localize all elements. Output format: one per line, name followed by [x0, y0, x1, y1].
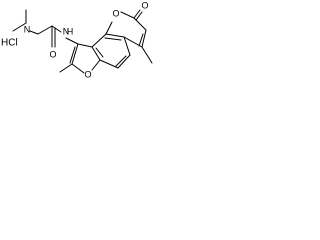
- salt-label: HCl: [1, 38, 18, 49]
- bond: [71, 43, 79, 65]
- atom-label-o-furan: O: [84, 69, 91, 79]
- bond: [65, 37, 79, 45]
- bond: [138, 33, 144, 47]
- atom-label-n-amine: N: [24, 24, 31, 34]
- atom-label-o-carbonyl: O: [141, 0, 148, 10]
- bond: [120, 11, 135, 19]
- bond: [91, 46, 101, 61]
- chemical-structure-diagram: HCl N O N H O O O: [1, 0, 153, 79]
- bond: [99, 59, 119, 69]
- bond: [135, 11, 143, 21]
- bond: [91, 59, 101, 71]
- bond: [91, 33, 107, 48]
- bond: [29, 30, 39, 35]
- bond: [117, 54, 131, 69]
- bond: [59, 63, 73, 73]
- bond: [69, 46, 76, 64]
- bond: [141, 46, 153, 64]
- atom-label-h-amide: H: [67, 26, 74, 36]
- bond: [37, 25, 53, 35]
- bond: [133, 17, 147, 31]
- bond: [77, 43, 93, 48]
- bond: [105, 21, 113, 35]
- bond: [12, 22, 27, 32]
- bond: [51, 25, 62, 33]
- bond: [123, 36, 131, 56]
- bond: [71, 63, 85, 74]
- bond: [133, 9, 141, 19]
- bond: [115, 55, 127, 67]
- bond: [105, 33, 125, 38]
- bond: [141, 29, 147, 48]
- bond: [95, 47, 104, 58]
- bond: [123, 36, 143, 48]
- atom-label-o-lactone: O: [112, 8, 119, 18]
- atom-label-o-amide: O: [49, 49, 56, 59]
- atom-label-n-amide: N: [63, 26, 70, 36]
- bond: [104, 37, 122, 41]
